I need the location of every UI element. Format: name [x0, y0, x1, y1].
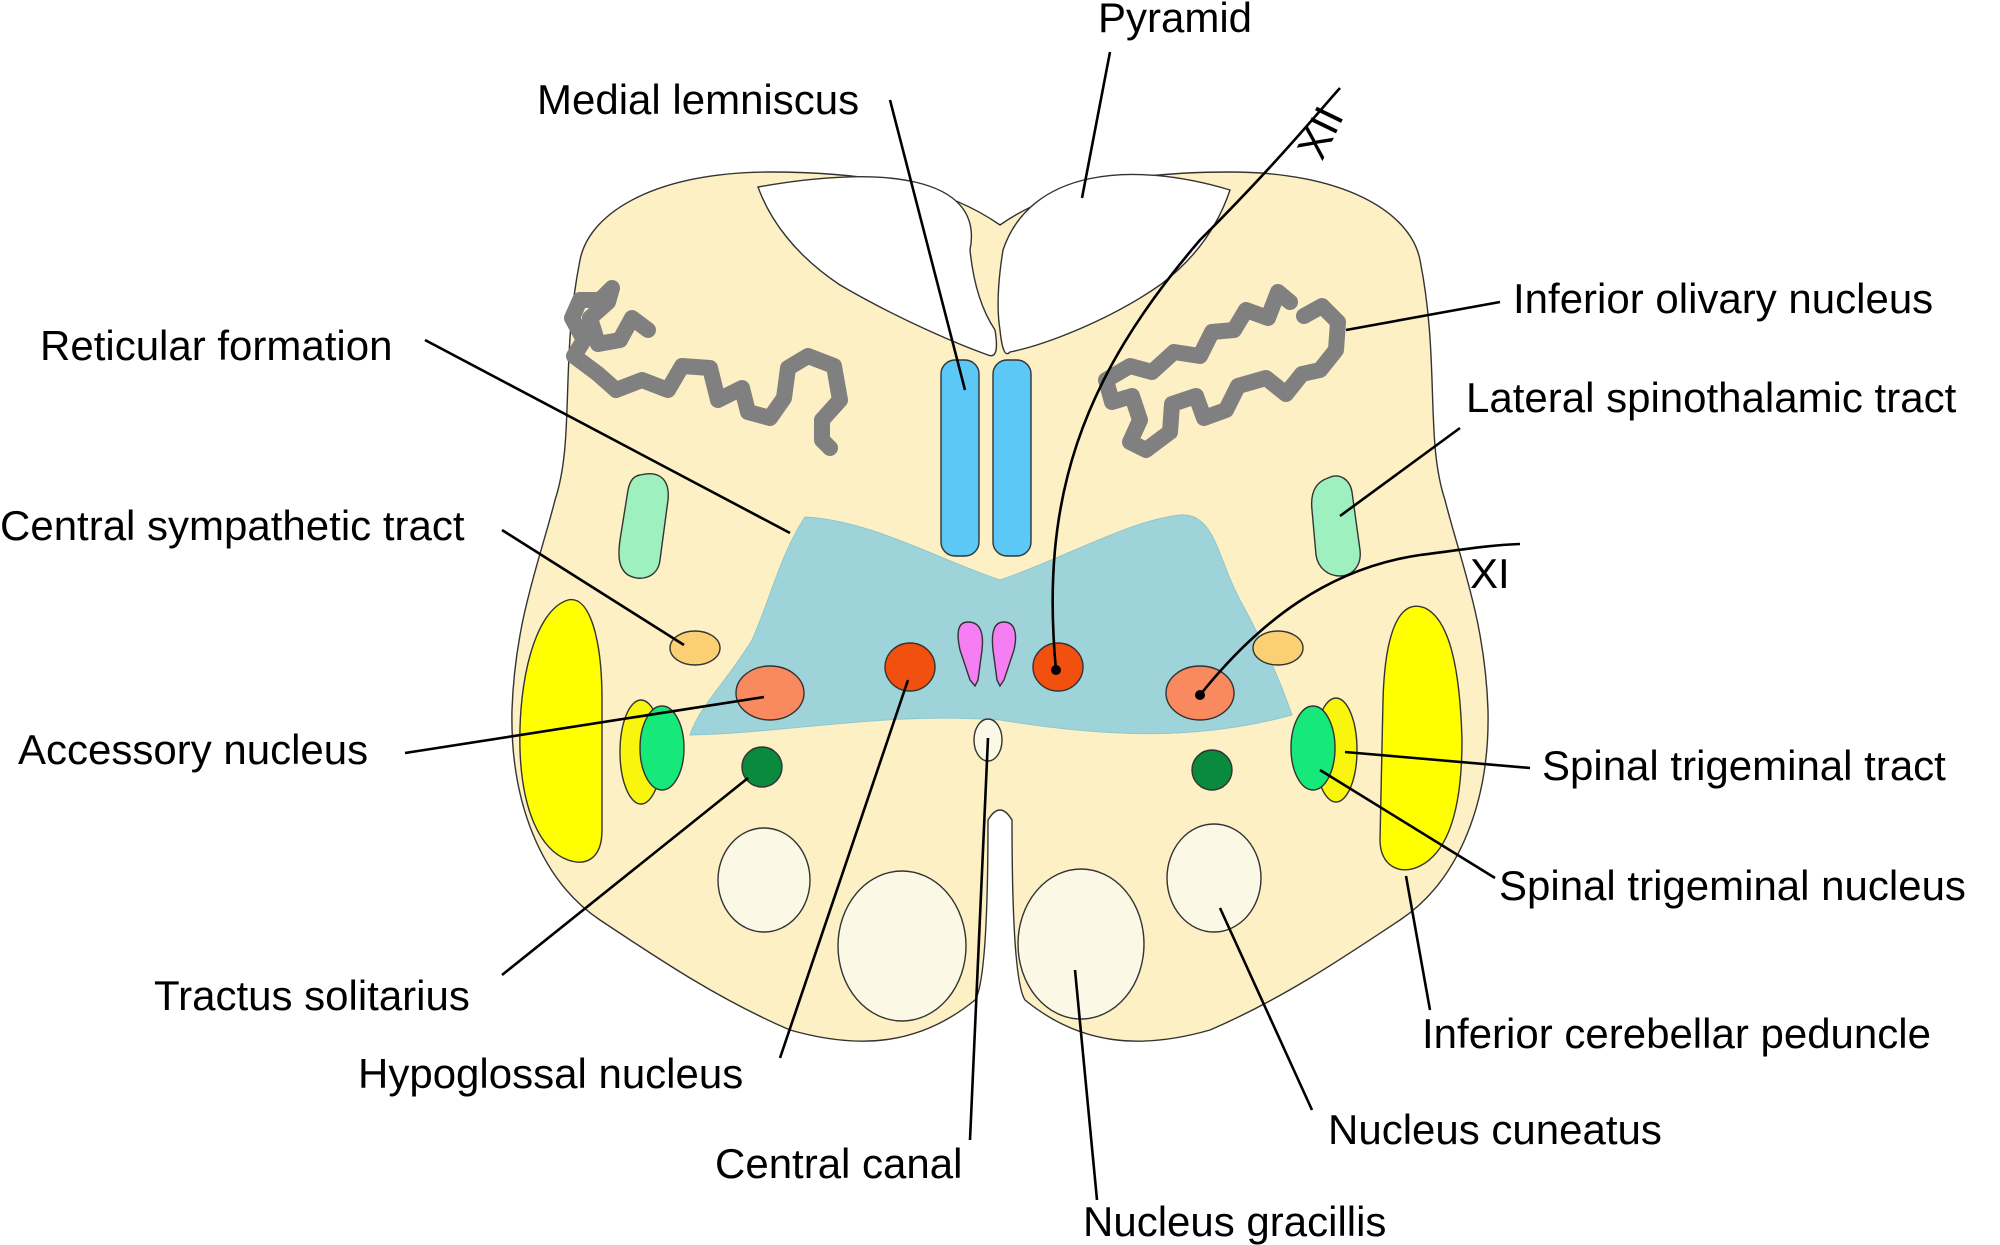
label-hypoglossal-nucleus: Hypoglossal nucleus: [358, 1050, 743, 1097]
nerve-xii-root-dot: [1051, 665, 1061, 675]
leader-nucleus-gracillis: [1073, 969, 1099, 1201]
label-spinal-trigeminal-tract: Spinal trigeminal tract: [1542, 742, 1946, 789]
medial-lemniscus-right: [992, 359, 1032, 557]
inferior-olivary-nucleus-right: [1098, 284, 1346, 458]
nerve-xi-root-dot: [1195, 690, 1205, 700]
inferior-cerebellar-peduncle-right: [1379, 605, 1463, 871]
inferior-olivary-nucleus-left: [564, 280, 848, 456]
leader-central-canal: [968, 737, 990, 1141]
leader-hypoglossal-nucleus: [778, 679, 910, 1059]
leader-nucleus-cuneatus: [1218, 907, 1314, 1111]
label-lateral-spinothalamic-tract: Lateral spinothalamic tract: [1466, 374, 1957, 421]
tractus-solitarius-left: [741, 746, 783, 788]
label-spinal-trigeminal-nucleus: Spinal trigeminal nucleus: [1499, 862, 1966, 909]
leader-reticular-formation: [424, 338, 791, 535]
leader-pyramid: [1080, 51, 1112, 199]
label-accessory-nucleus: Accessory nucleus: [18, 726, 368, 773]
spinal-trigeminal-tract-right: [1290, 705, 1336, 791]
label-nerve-xi: XI: [1470, 550, 1510, 597]
leader-spinal-trigeminal-nucleus: [1319, 768, 1496, 880]
label-medial-lemniscus: Medial lemniscus: [537, 76, 859, 123]
label-nucleus-gracillis: Nucleus gracillis: [1083, 1198, 1386, 1245]
leader-accessory-nucleus: [404, 695, 765, 755]
medial-lemniscus-left: [940, 359, 980, 557]
label-pyramid: Pyramid: [1098, 0, 1252, 41]
midline-pink-nucleus-right: [991, 621, 1017, 688]
leader-inferior-cerebellar-peduncle: [1404, 875, 1432, 1011]
leader-lateral-spinothalamic-tract: [1339, 426, 1461, 518]
lateral-spinothalamic-tract-right: [1310, 475, 1361, 577]
lateral-spinothalamic-tract-left: [618, 473, 669, 579]
midline-pink-nucleus-left: [957, 621, 984, 688]
reticular-formation: [689, 514, 1293, 736]
tractus-solitarius-right: [1191, 749, 1233, 791]
label-central-sympathetic-tract: Central sympathetic tract: [0, 502, 465, 549]
label-inferior-olivary-nucleus: Inferior olivary nucleus: [1513, 275, 1933, 322]
leader-inferior-olivary-nucleus: [1345, 300, 1501, 332]
hypoglossal-nucleus-left: [884, 642, 936, 692]
central-sympathetic-tract-left: [669, 630, 721, 666]
spinal-trigeminal-tract-left: [639, 705, 685, 791]
label-nucleus-cuneatus: Nucleus cuneatus: [1328, 1106, 1662, 1153]
pyramid-left: [757, 176, 998, 357]
leader-medial-lemniscus: [888, 99, 967, 391]
nucleus-gracillis-right: [1017, 868, 1145, 1020]
leader-tractus-solitarius: [501, 776, 749, 977]
label-reticular-formation: Reticular formation: [40, 322, 392, 369]
label-nerve-xii: XII: [1288, 99, 1353, 166]
accessory-nucleus-left: [735, 665, 805, 721]
label-central-canal: Central canal: [715, 1140, 962, 1187]
leader-spinal-trigeminal-tract: [1344, 750, 1531, 770]
inferior-cerebellar-peduncle-left: [519, 599, 603, 863]
nucleus-cuneatus-right: [1166, 823, 1262, 933]
nucleus-gracillis-left: [837, 870, 967, 1022]
label-tractus-solitarius: Tractus solitarius: [154, 972, 470, 1019]
nerve-xii-root: [1051, 87, 1341, 671]
nerve-xi-root: [1198, 542, 1521, 696]
central-sympathetic-tract-right: [1252, 630, 1304, 666]
leader-central-sympathetic-tract: [501, 528, 685, 647]
nucleus-cuneatus-left: [717, 827, 811, 933]
label-inferior-cerebellar-peduncle: Inferior cerebellar peduncle: [1422, 1010, 1931, 1057]
